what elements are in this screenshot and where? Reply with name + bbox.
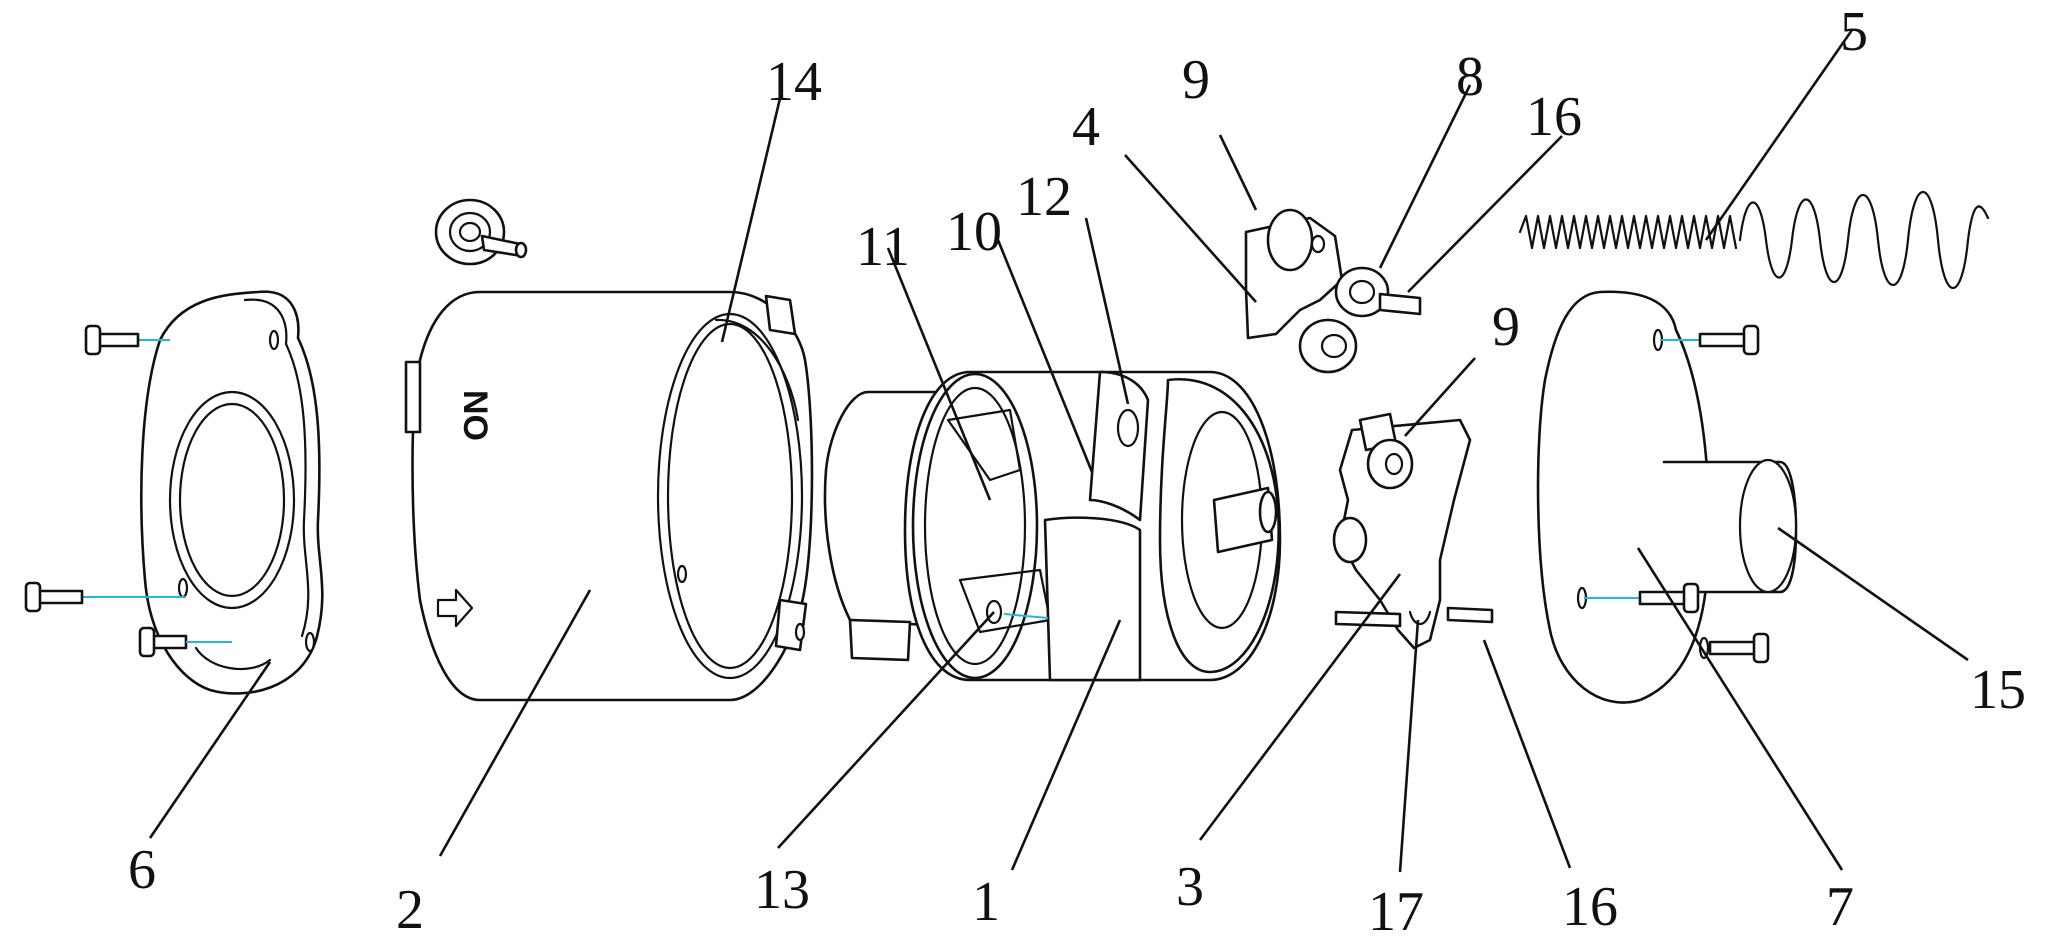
housing-stamp-text: NO [456, 390, 494, 441]
label-9-top: 9 [1182, 49, 1210, 111]
label-3: 3 [1176, 856, 1204, 918]
label-17: 17 [1368, 881, 1424, 940]
label-8: 8 [1456, 46, 1484, 108]
label-16-bottom: 16 [1562, 876, 1618, 938]
upper-lever-with-rollers [1246, 210, 1420, 372]
outer-housing-sleeve: NO [406, 292, 812, 700]
compression-spring [1520, 192, 1988, 288]
small-bearing-knob [436, 200, 526, 264]
label-13: 13 [754, 859, 810, 921]
label-10: 10 [946, 201, 1002, 263]
label-12: 12 [1016, 166, 1072, 228]
label-6: 6 [128, 839, 156, 901]
label-1: 1 [972, 871, 1000, 933]
label-5: 5 [1840, 1, 1868, 63]
label-11: 11 [856, 216, 910, 278]
label-7: 7 [1826, 876, 1854, 938]
front-flange-plate [141, 292, 322, 694]
label-4: 4 [1072, 96, 1100, 158]
inner-cylinder-body [825, 372, 1280, 680]
label-14: 14 [766, 51, 822, 113]
label-16-top: 16 [1526, 86, 1582, 148]
label-15: 15 [1970, 659, 2026, 721]
label-2: 2 [396, 879, 424, 940]
latch-lever-plate [1334, 414, 1492, 648]
label-9-right: 9 [1492, 296, 1520, 358]
